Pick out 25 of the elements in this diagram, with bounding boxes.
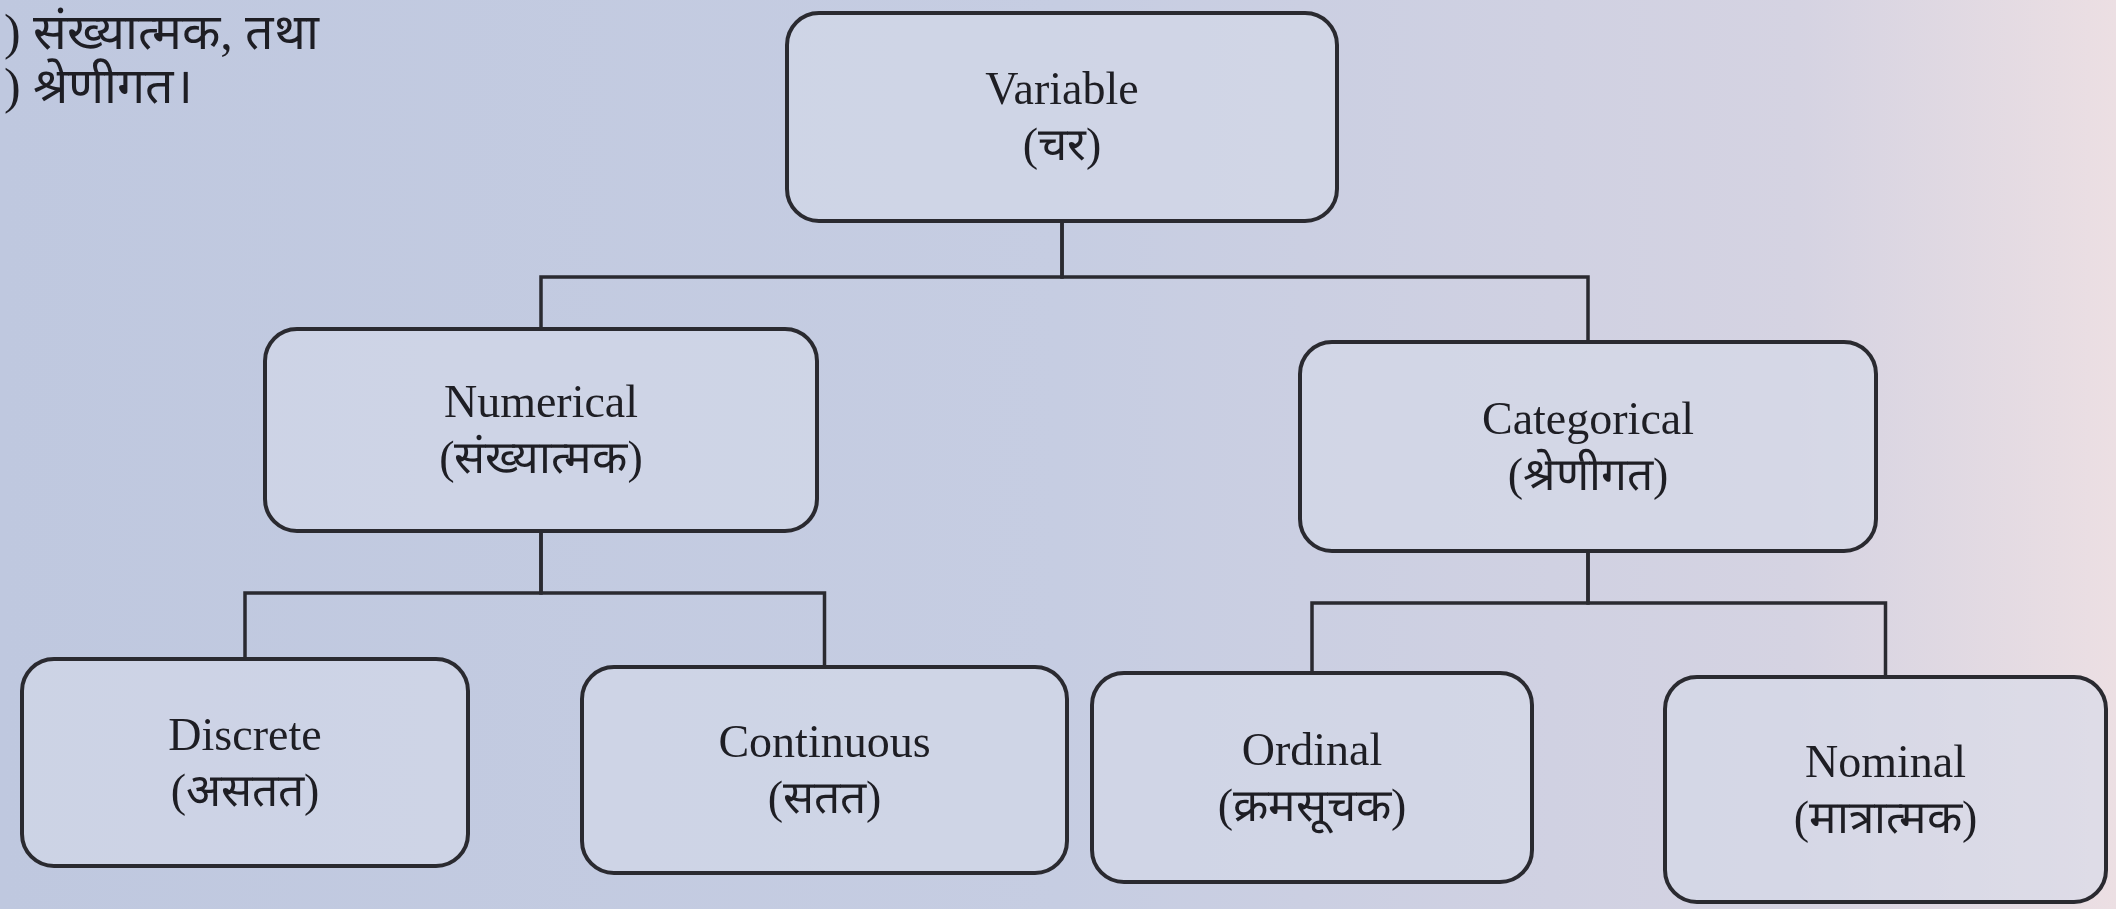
translation-text: (क्रमसूचक) [1217, 777, 1407, 834]
term-text: Nominal [1805, 734, 1966, 789]
category-box [1663, 675, 2108, 904]
translation-text: (मात्रात्मक) [1793, 790, 1978, 845]
translation-text: (असतत) [170, 763, 320, 818]
connector-line [1586, 553, 1888, 675]
term-text: Continuous [718, 715, 931, 769]
term-text: Numerical [443, 375, 639, 429]
translation-text: (सतत) [767, 771, 882, 825]
category-box [785, 11, 1339, 223]
category-box [1090, 671, 1534, 884]
translation-text: (संख्यात्मक) [439, 431, 643, 485]
connector-line [1060, 223, 1590, 340]
category-box [580, 665, 1069, 875]
translation-text: (चर) [1022, 118, 1102, 172]
list-item-text: ) श्रेणीगत। [4, 58, 194, 116]
translation-text: (श्रेणीगत) [1507, 447, 1669, 502]
term-text: Discrete [168, 707, 322, 762]
term-text: Ordinal [1241, 722, 1383, 777]
term-text: Variable [985, 62, 1139, 116]
term-text: Categorical [1482, 391, 1694, 446]
connector-line [539, 533, 827, 665]
category-box [20, 657, 470, 868]
category-box [263, 327, 819, 533]
category-box [1298, 340, 1878, 553]
